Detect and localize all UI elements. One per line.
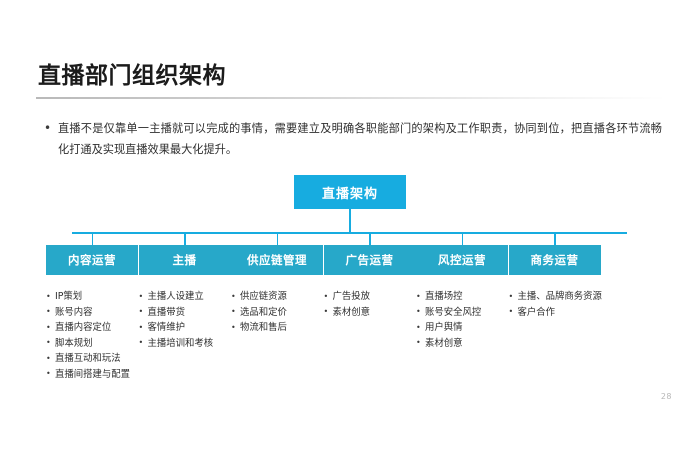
list-item: 物流和售后 (231, 320, 323, 336)
connector-drop-3 (276, 232, 279, 245)
department-node[interactable]: 主播 (138, 245, 231, 275)
list-item: 用户舆情 (416, 320, 508, 336)
connector-horizontal-bus (72, 232, 627, 234)
list-item: 直播带货 (139, 304, 231, 321)
org-root-node[interactable]: 直播架构 (294, 175, 406, 209)
connector-drop-5 (461, 232, 464, 245)
list-item: 账号内容 (46, 304, 138, 321)
department-node[interactable]: 供应链管理 (231, 245, 323, 275)
list-item: 素材创意 (324, 304, 416, 321)
list-item: 直播场控 (416, 289, 508, 305)
department-column: 风控运营直播场控账号安全风控用户舆情素材创意 (416, 245, 508, 351)
list-item: 主播培训和考核 (139, 335, 231, 352)
lead-bullet-icon: • (44, 121, 52, 135)
list-item: IP策划 (46, 289, 138, 305)
list-item: 账号安全风控 (416, 304, 508, 321)
org-root-label: 直播架构 (321, 186, 378, 202)
list-item: 供应链资源 (231, 289, 323, 305)
connector-drop-1 (91, 232, 94, 245)
connector-drop-2 (184, 232, 186, 245)
department-item-list: IP策划账号内容直播内容定位脚本规划直播互动和玩法直播间搭建与配置 (46, 289, 138, 383)
department-column: 主播主播人设建立直播带货客情维护主播培训和考核 (138, 245, 231, 351)
list-item: 客户合作 (509, 304, 601, 321)
lead-paragraph: • 直播不是仅靠单一主播就可以完成的事情，需要建立及明确各职能部门的架构及工作职… (44, 118, 662, 160)
department-label: 商务运营 (530, 253, 579, 267)
list-item: 广告投放 (324, 289, 416, 305)
department-column: 商务运营主播、品牌商务资源客户合作 (508, 245, 602, 321)
department-label: 风控运营 (438, 253, 486, 267)
department-column: 内容运营 IP策划账号内容直播内容定位脚本规划直播互动和玩法直播间搭建与配置 (46, 245, 138, 383)
list-item: 直播内容定位 (46, 320, 138, 336)
department-item-list: 主播、品牌商务资源客户合作 (509, 289, 602, 321)
department-label: 供应链管理 (247, 253, 307, 267)
department-node[interactable]: 商务运营 (508, 245, 601, 275)
department-column: 广告运营广告投放素材创意 (323, 245, 416, 320)
connector-drop-4 (369, 232, 371, 245)
list-item: 客情维护 (139, 320, 231, 336)
department-item-list: 供应链资源选品和定价物流和售后 (231, 289, 323, 336)
department-node[interactable]: 内容运营 (46, 245, 138, 275)
department-label: 内容运营 (68, 253, 116, 267)
department-node[interactable]: 风控运营 (416, 245, 508, 275)
list-item: 主播人设建立 (139, 289, 231, 305)
lead-paragraph-text: 直播不是仅靠单一主播就可以完成的事情，需要建立及明确各职能部门的架构及工作职责，… (58, 122, 662, 156)
page-number: 28 (660, 392, 672, 401)
list-item: 选品和定价 (231, 304, 323, 321)
department-item-list: 直播场控账号安全风控用户舆情素材创意 (416, 289, 508, 351)
list-item: 脚本规划 (46, 335, 138, 352)
department-column: 供应链管理供应链资源选品和定价物流和售后 (231, 245, 323, 336)
department-label: 主播 (172, 253, 197, 267)
department-item-list: 主播人设建立直播带货客情维护主播培训和考核 (139, 289, 231, 351)
list-item: 直播间搭建与配置 (46, 366, 138, 383)
list-item: 素材创意 (416, 335, 508, 352)
department-item-list: 广告投放素材创意 (324, 289, 416, 320)
list-item: 直播互动和玩法 (46, 351, 138, 367)
connector-drop-6 (554, 232, 556, 245)
page-title: 直播部门组织架构 (38, 63, 226, 89)
department-node[interactable]: 广告运营 (323, 245, 416, 275)
department-label: 广告运营 (345, 253, 394, 267)
title-divider (36, 97, 666, 99)
connector-root-vertical (349, 209, 351, 233)
list-item: 主播、品牌商务资源 (509, 289, 602, 305)
